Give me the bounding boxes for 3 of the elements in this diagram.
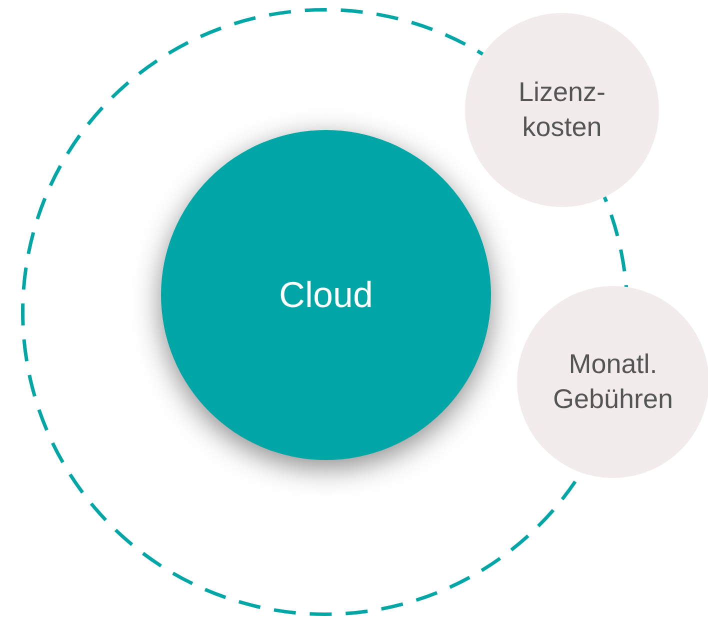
circle-label: Monatl. Gebühren bbox=[552, 348, 674, 416]
circle-label: Lizenz- kosten bbox=[517, 76, 607, 144]
circle-label: Cloud bbox=[278, 272, 374, 317]
